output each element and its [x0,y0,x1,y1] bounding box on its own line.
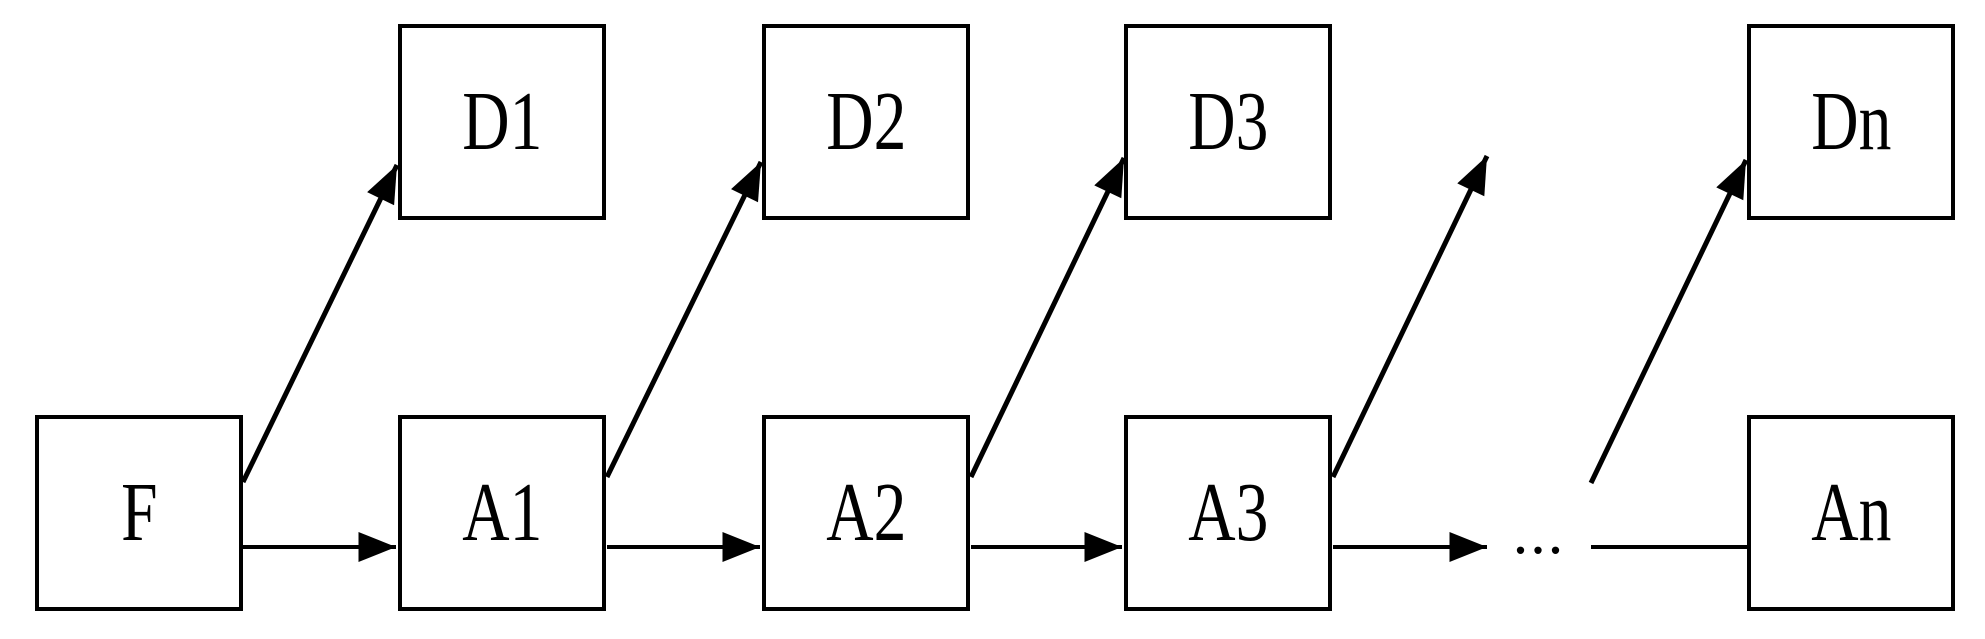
node-an-label: An [1810,466,1892,559]
node-a1-label: A1 [461,466,543,559]
node-a2: A2 [762,415,970,611]
node-a2-label: A2 [825,466,907,559]
ellipsis: ... [1513,499,1566,567]
node-f-label: F [120,466,158,559]
node-d3: D3 [1124,24,1332,220]
node-d2-label: D2 [825,75,907,168]
edge-f-d1 [240,163,400,484]
node-a3-label: A3 [1187,466,1269,559]
edge-a2-d3 [968,156,1127,479]
node-a3: A3 [1124,415,1332,611]
edge-a3-implied [1330,154,1490,479]
node-d2: D2 [762,24,970,220]
node-a1: A1 [398,415,606,611]
edge-a1-d2 [604,160,764,479]
node-d1-label: D1 [461,75,543,168]
node-dn-label: Dn [1810,75,1892,168]
node-d1: D1 [398,24,606,220]
node-dn: Dn [1747,24,1955,220]
node-an: An [1747,415,1955,611]
node-f: F [35,415,243,611]
node-d3-label: D3 [1187,75,1269,168]
edge-implied-dn [1588,158,1749,485]
